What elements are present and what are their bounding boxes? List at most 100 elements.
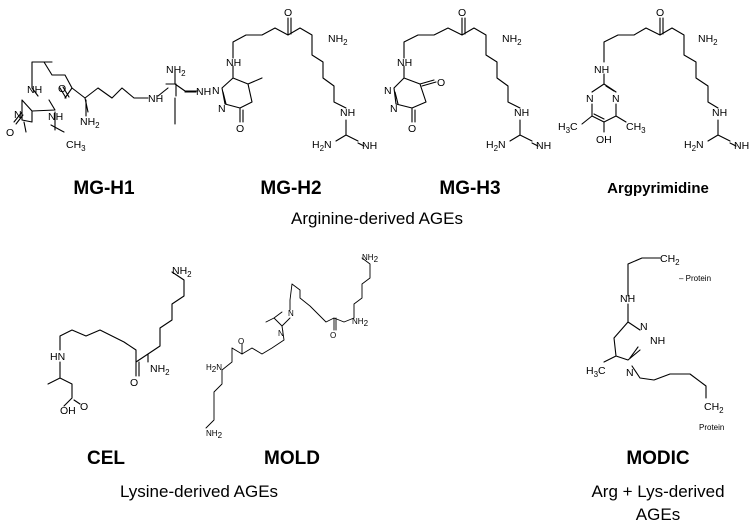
mg-h1-atom: O — [58, 83, 66, 95]
mg-h2-subscript: 2 — [320, 144, 325, 153]
cel-atom: OH — [60, 405, 76, 417]
mg-h1-bond — [15, 114, 24, 125]
mg-h2-atom: N — [212, 85, 220, 97]
cel-atom: O — [80, 401, 88, 413]
argpyrimidine-atom-tspan: H — [558, 121, 566, 133]
modic-atom: CH2 — [704, 401, 724, 415]
mg-h1-bond — [59, 87, 67, 99]
mg-h2-atom: O — [284, 7, 292, 19]
cel-atom-tspan: NH — [172, 265, 187, 277]
argpyrimidine-subscript: 2 — [692, 144, 697, 153]
mg-h2-atom: NH2 — [328, 33, 348, 47]
mg-h3-atom: H2N — [486, 139, 506, 153]
mg-h2-atom: O — [236, 123, 244, 135]
argpyrimidine-atom-tspan: C — [570, 121, 578, 133]
mold-atom: NH2 — [362, 253, 379, 264]
cel-atom: O — [130, 377, 138, 389]
compound-name-mg-h1: MG-H1 — [73, 178, 135, 199]
cel-atom: HN — [50, 351, 65, 363]
modic-atom: Protein — [699, 423, 724, 432]
cel-bond — [73, 399, 81, 405]
mold-atom-tspan: NH — [362, 253, 374, 262]
mg-h2-subscript: 2 — [343, 38, 348, 47]
mg-h3-atom: NH — [514, 107, 529, 119]
mg-h1-bonds — [21, 61, 199, 133]
mg-h1-atom: NH2 — [166, 64, 186, 78]
modic-atom: NH — [620, 293, 635, 305]
compound-name-cel: CEL — [87, 448, 125, 469]
mold-atom: N — [278, 329, 284, 338]
cel-atom: NH2 — [172, 265, 192, 279]
argpyrimidine-atom: OH — [596, 134, 612, 146]
argpyrimidine-bond — [605, 85, 615, 92]
mg-h1-bond — [23, 121, 27, 133]
mg-h2-bond — [222, 91, 227, 105]
cel-structure: NH2 HN O NH2 O OH — [47, 265, 192, 417]
mold-atom: O — [330, 331, 336, 340]
mold-atom: H2N — [206, 363, 222, 374]
mg-h1-atom: NH2 — [80, 116, 100, 130]
mold-bonds — [205, 257, 371, 429]
modic-bond — [629, 346, 639, 359]
compound-name-mg-h3: MG-H3 — [439, 178, 500, 199]
mg-h2-atom: NH — [226, 57, 241, 69]
modic-structure: CH2 – Protein NH N NH H3C N CH2 Protein — [586, 253, 724, 432]
mg-h1-subscript: 3 — [81, 144, 86, 153]
cel-bonds — [47, 271, 185, 407]
argpyrimidine-atom-tspan: N — [696, 139, 704, 151]
mg-h3-atom: O — [408, 123, 416, 135]
mold-atom-tspan: N — [216, 363, 222, 372]
modic-atom: N — [640, 321, 648, 333]
mg-h1-atom-tspan: NH — [166, 64, 181, 76]
mg-h2-bond — [357, 142, 365, 147]
compound-name-mold: MOLD — [264, 448, 320, 469]
mg-h2-atom-tspan: N — [324, 139, 332, 151]
mg-h1-atom: NH — [48, 111, 63, 123]
modic-atom-tspan: H — [586, 365, 594, 377]
mg-h1-bond — [157, 87, 169, 97]
modic-subscript: 2 — [675, 258, 680, 267]
argpyrimidine-bond — [593, 113, 605, 120]
group-label-arg-lys-line1: Arg + Lys-derived — [591, 482, 724, 501]
mg-h3-atom: N — [390, 103, 398, 115]
modic-atom-tspan: CH — [704, 401, 719, 413]
mold-atom-tspan: NH — [206, 429, 218, 438]
mg-h3-atom-tspan: NH — [502, 33, 517, 45]
modic-subscript: 2 — [719, 406, 724, 415]
mg-h1-atom: CH3 — [66, 139, 86, 153]
mold-structure: NH2 N N O NH2 O H2N NH2 — [205, 253, 379, 440]
mg-h2-atom: N — [218, 103, 226, 115]
group-label-lysine: Lysine-derived AGEs — [120, 482, 278, 501]
argpyrimidine-atom: N — [612, 93, 620, 105]
compound-name-mg-h2: MG-H2 — [260, 178, 321, 199]
mg-h3-bond — [421, 81, 437, 87]
modic-bonds — [603, 257, 707, 399]
mg-h3-bond — [394, 91, 399, 105]
modic-subscript: 3 — [594, 370, 599, 379]
mg-h1-atom: NH — [27, 84, 42, 96]
mold-subscript: 2 — [212, 365, 217, 374]
mold-atom-tspan: H — [206, 363, 212, 372]
argpyrimidine-atom-tspan: NH — [698, 33, 713, 45]
modic-atom: – Protein — [679, 274, 711, 283]
argpyrimidine-atom: N — [586, 93, 594, 105]
compound-name-argpyrimidine: Argpyrimidine — [607, 180, 709, 197]
modic-atom-tspan: CH — [660, 253, 675, 265]
mg-h1-atom: O — [6, 127, 14, 139]
mg-h2-atom: NH — [362, 140, 377, 152]
mg-h2-bonds — [221, 17, 359, 142]
mg-h3-bonds — [393, 17, 533, 142]
mg-h1-atom-tspan: NH — [80, 116, 95, 128]
compound-name-modic: MODIC — [626, 448, 690, 469]
argpyrimidine-atom: O — [656, 7, 664, 19]
group-label-arg-lys-line2: AGEs — [636, 505, 680, 524]
mg-h3-subscript: 2 — [517, 38, 522, 47]
mold-atom: NH2 — [206, 429, 223, 440]
modic-atom: N — [626, 367, 634, 379]
argpyrimidine-atom: H2N — [684, 139, 704, 153]
mg-h2-atom: NH — [340, 107, 355, 119]
mg-h1-structure: NH N NH O CH3 O NH2 NH NH2 NH — [6, 61, 211, 153]
mg-h3-subscript: 2 — [494, 144, 499, 153]
mg-h2-atom-tspan: H — [312, 139, 320, 151]
